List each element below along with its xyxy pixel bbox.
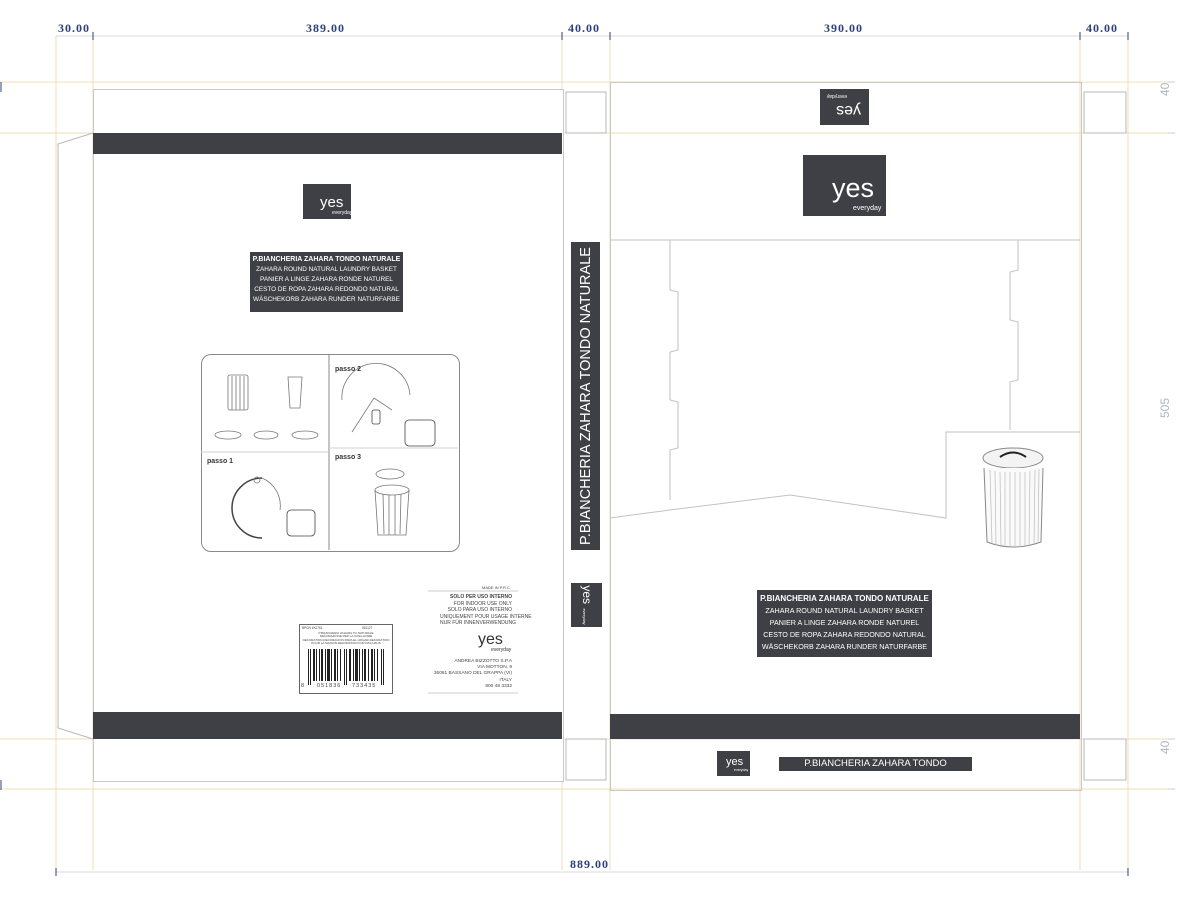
- brand-logo: yes everyday: [303, 184, 352, 219]
- spine-title: P.BIANCHERIA ZAHARA TONDO NATURALE: [578, 247, 594, 545]
- top-band: [93, 133, 562, 154]
- back-bottom-band: [610, 714, 1080, 739]
- dimension-label: 390.00: [824, 21, 863, 35]
- assembly-instructions: [201, 354, 460, 552]
- back-panel: [610, 82, 1082, 791]
- dimension-label-side: 40: [1158, 82, 1172, 96]
- spine-logo: yes everyday: [571, 583, 602, 627]
- bottom-band: [93, 712, 562, 739]
- dimension-label: 30.00: [58, 21, 90, 35]
- dimension-label: 40.00: [1086, 21, 1118, 35]
- dimension-label: 40.00: [568, 21, 600, 35]
- label-tagline: everyday: [491, 647, 512, 653]
- company-address: ANDREA BIZZOTTO S.P.A VIA MOTTON, 9 3606…: [433, 659, 512, 689]
- back-brand-logo: yes everyday: [803, 155, 886, 216]
- barcode: [308, 649, 384, 685]
- made-in-text: MADE IN P.R.C.: [482, 585, 512, 590]
- step-1-label: passo 1: [207, 458, 234, 465]
- barcode-description: P.BIANCHERIA ZAHARA TO NATURALE DECORAZI…: [302, 631, 390, 646]
- dimension-label-total: 889.00: [570, 857, 609, 871]
- barcode-label: BPCN #XJ761 061127 P.BIANCHERIA ZAHARA T…: [299, 624, 393, 694]
- bottom-flap-logo: yes everyday: [717, 751, 750, 776]
- dimension-label-side: 40: [1158, 740, 1172, 754]
- dimension-label-side: 505: [1158, 397, 1172, 418]
- product-title-block: P.BIANCHERIA ZAHARA TONDO NATURALE ZAHAR…: [250, 252, 403, 312]
- spine-title-band: [571, 242, 600, 550]
- usage-block: SOLO PER USO INTERNO FOR INDOOR USE ONLY…: [440, 594, 532, 626]
- flap-logo-inverted: yes everyday: [820, 89, 869, 125]
- dimension-label: 389.00: [306, 21, 345, 35]
- step-2-label: passo 2: [335, 366, 362, 373]
- back-product-title-block: P.BIANCHERIA ZAHARA TONDO NATURALE ZAHAR…: [757, 590, 932, 657]
- step-3-label: passo 3: [335, 454, 362, 461]
- label-logo: yes: [478, 631, 503, 648]
- bottom-flap-title: P.BIANCHERIA ZAHARA TONDO NATURALE: [779, 757, 972, 783]
